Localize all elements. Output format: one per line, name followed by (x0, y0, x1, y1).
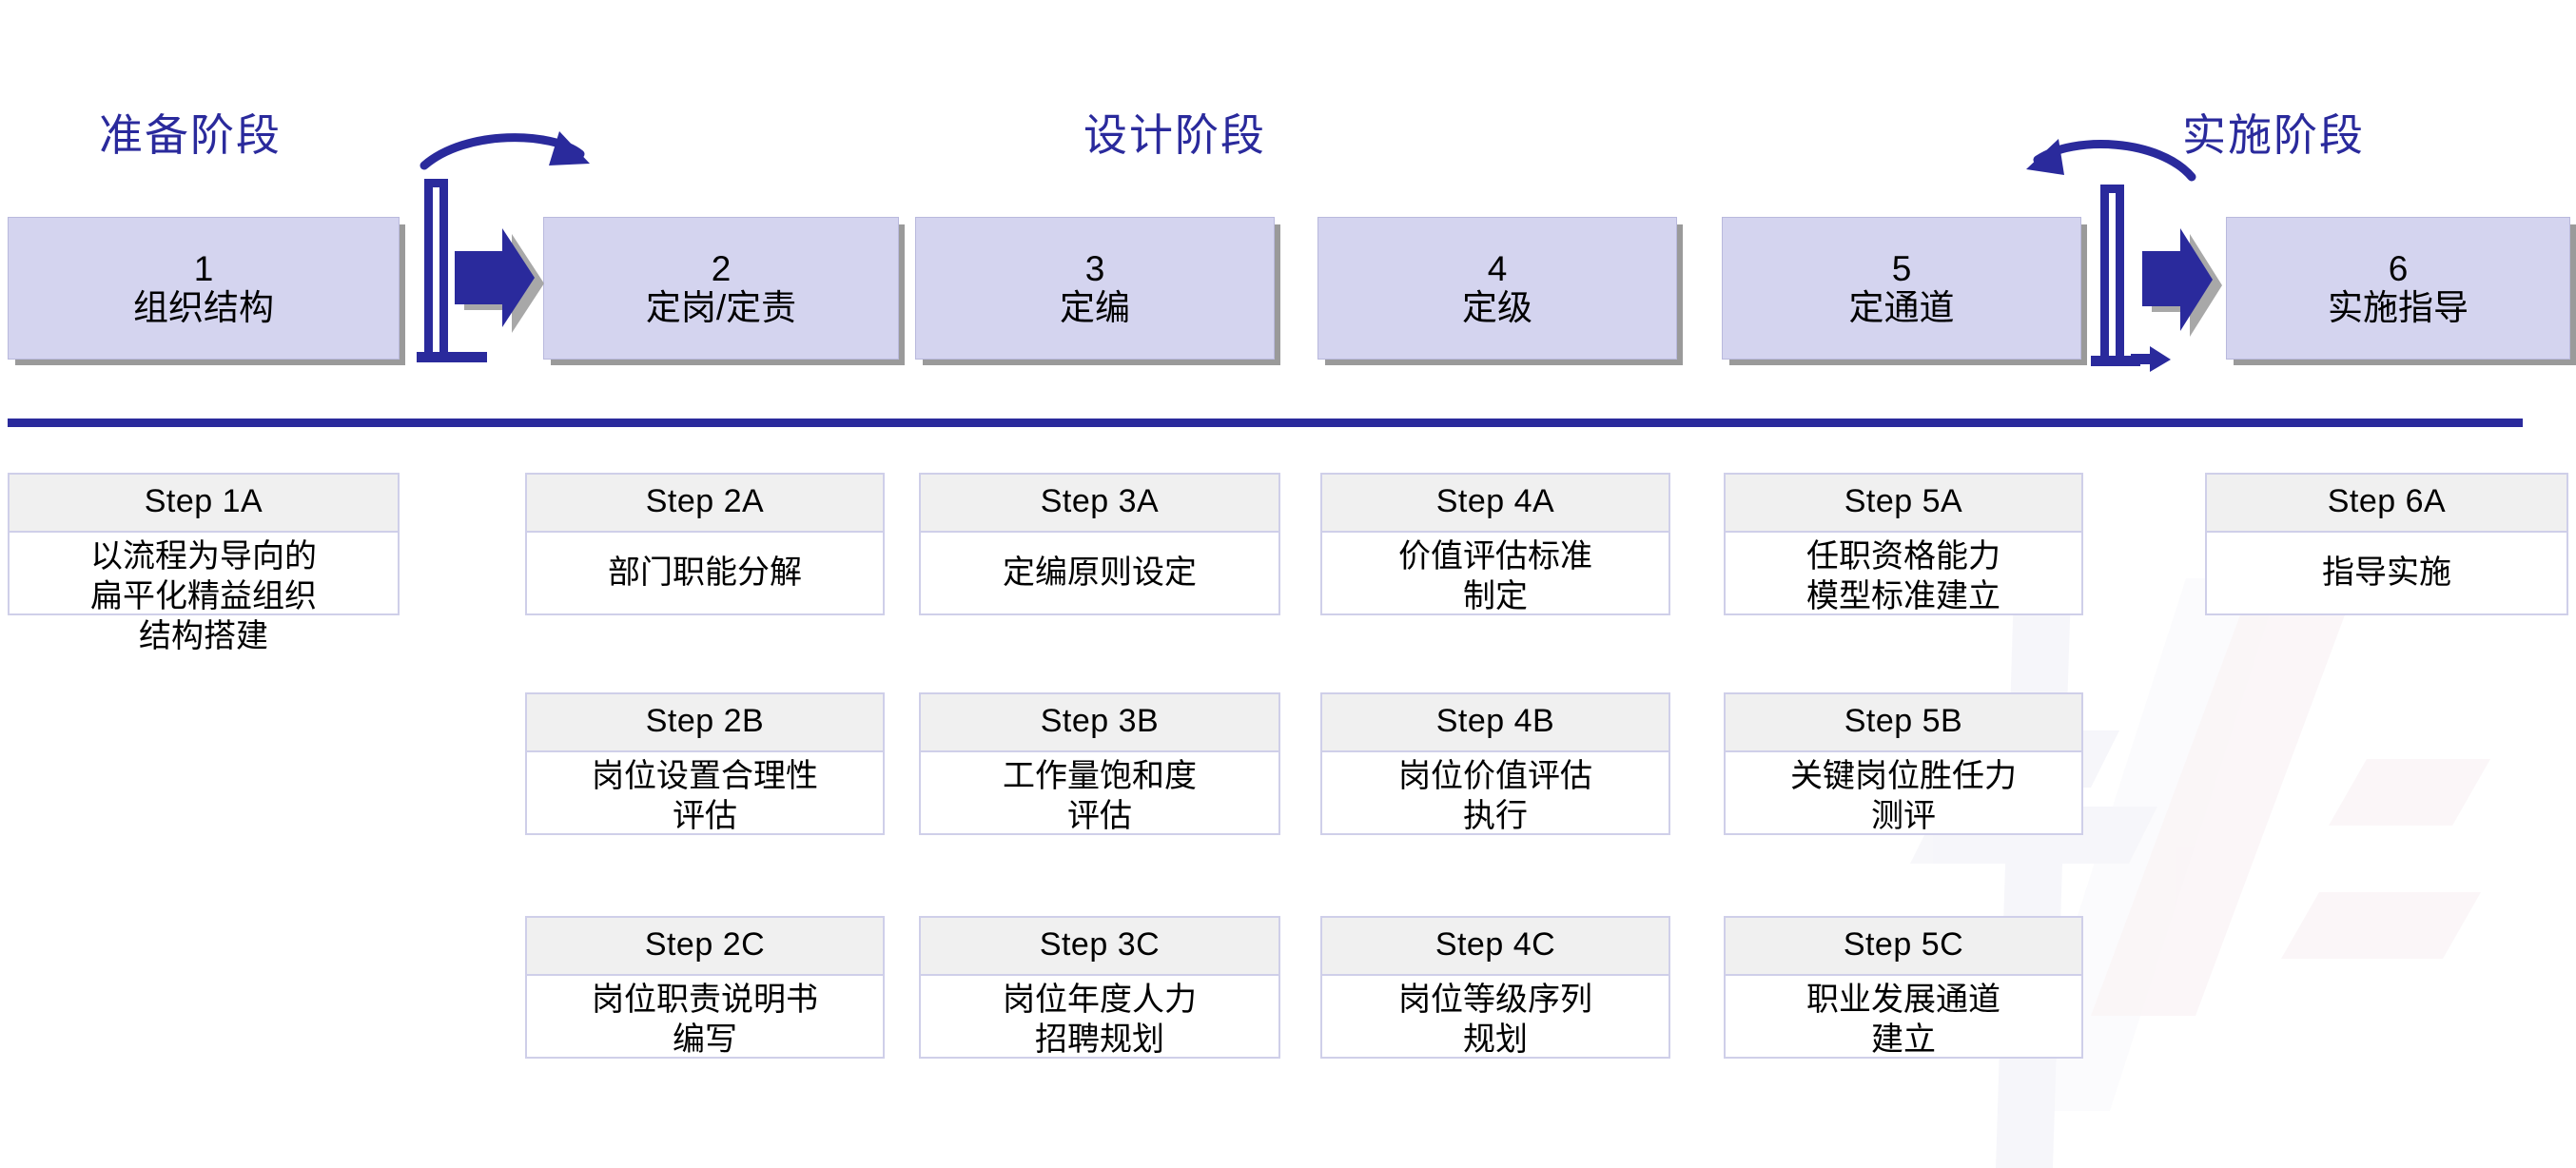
stage-number: 6 (2388, 248, 2409, 288)
step-card-title: Step 3A (921, 475, 1278, 533)
stage-number: 4 (1487, 248, 1508, 288)
stage-label: 定通道 (1848, 288, 1955, 327)
arrow-right-icon (2142, 228, 2213, 331)
stage-number: 5 (1891, 248, 1912, 288)
step-card-5c[interactable]: Step 5C 职业发展通道 建立 (1724, 916, 2083, 1059)
step-card-text: 岗位价值评估 执行 (1398, 758, 1592, 835)
stage-label: 定编 (1060, 288, 1130, 327)
step-card-4b[interactable]: Step 4B 岗位价值评估 执行 (1320, 692, 1670, 835)
step-card-text: 指导实施 (2322, 555, 2451, 592)
step-card-title: Step 4C (1322, 918, 1669, 976)
step-card-text: 任职资格能力 模型标准建立 (1806, 538, 2000, 615)
step-card-title: Step 1A (10, 475, 398, 533)
step-card-text: 以流程为导向的 扁平化精益组织 结构搭建 (90, 538, 317, 655)
phase-title-design: 设计阶段 (1083, 110, 1266, 160)
step-card-text: 职业发展通道 建立 (1806, 982, 2000, 1059)
phase-title-implementation: 实施阶段 (2182, 110, 2365, 160)
step-card-title: Step 2B (527, 694, 883, 752)
stage-box-3[interactable]: 3 定编 (915, 217, 1275, 360)
step-card-3a[interactable]: Step 3A 定编原则设定 (919, 473, 1280, 615)
step-card-text: 价值评估标准 制定 (1398, 538, 1592, 615)
step-card-text: 岗位等级序列 规划 (1398, 982, 1592, 1059)
step-card-text: 工作量饱和度 评估 (1003, 758, 1197, 835)
step-card-text: 关键岗位胜任力 测评 (1790, 758, 2017, 835)
step-card-5a[interactable]: Step 5A 任职资格能力 模型标准建立 (1724, 473, 2083, 615)
step-card-text: 岗位设置合理性 评估 (592, 758, 818, 835)
step-card-title: Step 4A (1322, 475, 1669, 533)
step-card-title: Step 5C (1726, 918, 2081, 976)
stage-box-2[interactable]: 2 定岗/定责 (543, 217, 899, 360)
stage-box-1[interactable]: 1 组织结构 (8, 217, 400, 360)
step-card-1a[interactable]: Step 1A 以流程为导向的 扁平化精益组织 结构搭建 (8, 473, 400, 654)
step-card-title: Step 4B (1322, 694, 1669, 752)
step-card-text: 岗位职责说明书 编写 (592, 982, 818, 1059)
step-card-4c[interactable]: Step 4C 岗位等级序列 规划 (1320, 916, 1670, 1059)
step-card-title: Step 3B (921, 694, 1278, 752)
transition-5-to-6 (2026, 139, 2222, 372)
step-card-6a[interactable]: Step 6A 指导实施 (2205, 473, 2568, 615)
step-card-title: Step 6A (2207, 475, 2566, 533)
small-arrow-right-icon (2131, 346, 2171, 372)
step-card-2a[interactable]: Step 2A 部门职能分解 (525, 473, 885, 615)
step-card-4a[interactable]: Step 4A 价值评估标准 制定 (1320, 473, 1670, 615)
step-card-text: 定编原则设定 (1003, 555, 1197, 592)
bracket-icon (2091, 185, 2140, 366)
step-card-3b[interactable]: Step 3B 工作量饱和度 评估 (919, 692, 1280, 835)
stage-label: 定岗/定责 (645, 288, 797, 327)
step-card-title: Step 2A (527, 475, 883, 533)
stage-number: 3 (1084, 248, 1105, 288)
transition-1-to-2 (417, 131, 590, 362)
curved-arrow-right-icon (420, 131, 590, 170)
step-card-2b[interactable]: Step 2B 岗位设置合理性 评估 (525, 692, 885, 835)
stage-box-4[interactable]: 4 定级 (1317, 217, 1677, 360)
step-card-text: 岗位年度人力 招聘规划 (1003, 982, 1197, 1059)
bracket-icon (417, 179, 487, 362)
stage-number: 2 (711, 248, 732, 288)
step-card-2c[interactable]: Step 2C 岗位职责说明书 编写 (525, 916, 885, 1059)
stage-label: 组织结构 (133, 288, 274, 327)
step-card-5b[interactable]: Step 5B 关键岗位胜任力 测评 (1724, 692, 2083, 835)
stage-label: 定级 (1462, 288, 1532, 327)
stage-label: 实施指导 (2328, 288, 2469, 327)
arrow-right-icon (455, 228, 535, 327)
step-card-3c[interactable]: Step 3C 岗位年度人力 招聘规划 (919, 916, 1280, 1059)
step-card-title: Step 5B (1726, 694, 2081, 752)
stage-box-6[interactable]: 6 实施指导 (2226, 217, 2570, 360)
step-card-title: Step 2C (527, 918, 883, 976)
step-card-title: Step 5A (1726, 475, 2081, 533)
step-card-text: 部门职能分解 (608, 555, 802, 592)
stage-box-5[interactable]: 5 定通道 (1722, 217, 2081, 360)
stage-number: 1 (193, 248, 214, 288)
step-card-title: Step 3C (921, 918, 1278, 976)
section-divider (8, 419, 2523, 427)
curved-arrow-left-icon (2026, 139, 2196, 182)
phase-title-preparation: 准备阶段 (99, 110, 282, 160)
